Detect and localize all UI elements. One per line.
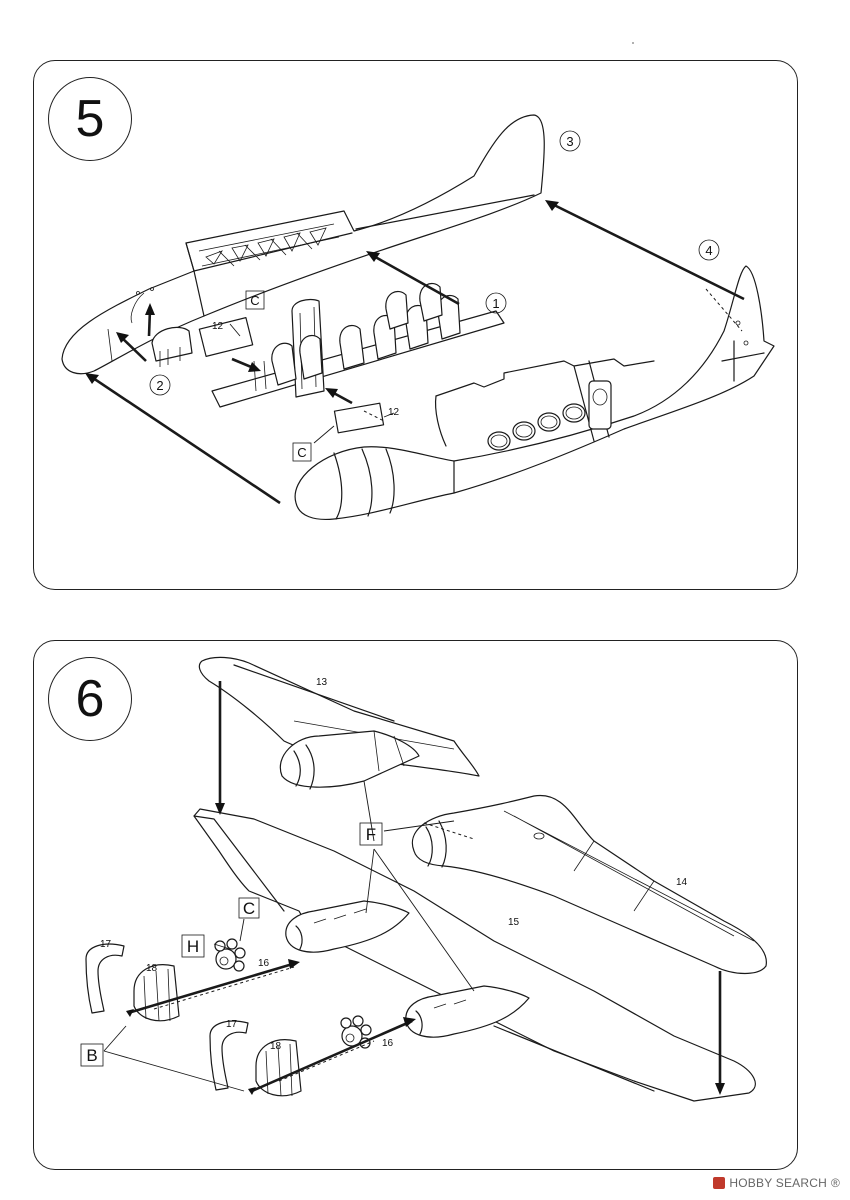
leader-line-f <box>365 848 375 914</box>
arrowhead <box>545 200 559 211</box>
arrowhead <box>325 388 338 398</box>
part-number-18-right: 18 <box>270 1041 282 1052</box>
step-6-diagram: 13 14 15 16 16 17 17 18 18 F C H B <box>80 656 767 1102</box>
step-6-panel: 6 <box>33 640 798 1170</box>
part-number-17-left: 17 <box>100 939 112 950</box>
arrow-part-3 <box>549 201 745 301</box>
arrow-tail <box>126 1009 134 1017</box>
cowling-part-17-right <box>209 1020 249 1091</box>
left-engine-nacelle-part <box>285 900 410 953</box>
step-number: 5 <box>48 77 132 161</box>
arrow-engine-right <box>251 1019 413 1093</box>
sprue-label-c-top: C <box>245 290 265 310</box>
leader-line <box>313 425 335 444</box>
arrowhead <box>403 1017 416 1027</box>
part-callout-3: 3 <box>559 130 581 152</box>
step-5-diagram: 1 2 3 4 12 12 C C <box>61 114 775 521</box>
leader-line <box>229 323 241 337</box>
part-number-14: 14 <box>676 877 688 888</box>
lower-fuselage-part <box>294 265 775 521</box>
leader-line-f <box>363 780 375 842</box>
svg-text:F: F <box>366 825 376 844</box>
windscreen-strut <box>107 328 113 362</box>
step-number: 6 <box>48 657 132 741</box>
leader-line-h <box>213 943 231 950</box>
arrow-part-2 <box>89 374 281 505</box>
upper-right-wing-part <box>411 794 767 975</box>
watermark-brand: HOBBY SEARCH <box>729 1176 827 1190</box>
svg-text:3: 3 <box>566 134 573 149</box>
cabin-floor-part <box>211 282 505 408</box>
arrowhead <box>366 251 380 262</box>
right-radial-engine <box>340 1015 372 1049</box>
sprue-label-f: F <box>359 822 383 846</box>
svg-text:C: C <box>243 899 255 918</box>
arrow-instrument-panel <box>119 335 147 362</box>
part-number-13: 13 <box>316 677 328 688</box>
upper-fuselage-part <box>61 114 545 375</box>
lower-wing-part <box>193 808 756 1102</box>
leader-line-b <box>103 1025 127 1052</box>
part-number-12-front: 12 <box>212 321 224 332</box>
sprue-label-c-bottom: C <box>292 442 312 462</box>
part-number-17-right: 17 <box>226 1019 238 1030</box>
cowling-part-17-left <box>85 943 125 1014</box>
svg-text:2: 2 <box>156 378 163 393</box>
svg-text:1: 1 <box>492 296 499 311</box>
upper-left-wing-part <box>198 656 480 790</box>
arrowhead <box>116 332 129 343</box>
arrowhead <box>215 803 225 815</box>
part-number-16-left: 16 <box>258 958 270 969</box>
part-number-12-rear: 12 <box>388 407 400 418</box>
arrow-engine-left <box>127 961 297 1015</box>
instrument-panel-part <box>151 326 193 367</box>
part-callout-4: 4 <box>698 239 720 261</box>
bulkhead-part-12-rear <box>333 402 385 434</box>
part-number-18-left: 18 <box>146 963 158 974</box>
watermark-trademark: ® <box>830 1176 840 1190</box>
leader-line <box>383 412 395 418</box>
leader-line-c <box>239 918 245 942</box>
sprue-label-c: C <box>238 897 260 919</box>
arrow-tail <box>248 1087 256 1095</box>
dashed-guide <box>278 1040 375 1082</box>
svg-text:H: H <box>187 937 199 956</box>
left-radial-engine <box>214 938 246 972</box>
svg-text:C: C <box>297 445 306 460</box>
part-number-15: 15 <box>508 917 520 928</box>
step-5-panel: 5 <box>33 60 798 590</box>
scan-speck <box>632 42 634 44</box>
watermark: HOBBY SEARCH® <box>713 1176 840 1190</box>
dashed-guide <box>423 822 475 840</box>
dashed-guide <box>363 410 385 422</box>
arrowhead <box>145 303 155 315</box>
hobby-search-logo-icon <box>713 1177 726 1189</box>
arrowhead <box>248 362 261 372</box>
sprue-label-b: B <box>80 1043 104 1067</box>
arrow-part-1 <box>369 252 460 306</box>
arrowhead <box>288 959 300 969</box>
bulkhead-part-12-front <box>198 317 254 357</box>
right-engine-nacelle-part <box>405 985 530 1038</box>
svg-text:B: B <box>86 1046 97 1065</box>
leader-line-f <box>383 820 455 832</box>
svg-text:C: C <box>250 293 259 308</box>
sprue-label-h: H <box>181 934 205 958</box>
part-callout-1: 1 <box>485 292 507 314</box>
arrowhead <box>715 1083 725 1095</box>
leader-line-b <box>103 1050 245 1092</box>
svg-text:4: 4 <box>705 243 712 258</box>
part-callout-2: 2 <box>149 374 171 396</box>
part-number-16-right: 16 <box>382 1038 394 1049</box>
leader-line-f <box>373 848 475 992</box>
arrowhead <box>85 373 99 384</box>
dashed-guide <box>153 966 295 1010</box>
